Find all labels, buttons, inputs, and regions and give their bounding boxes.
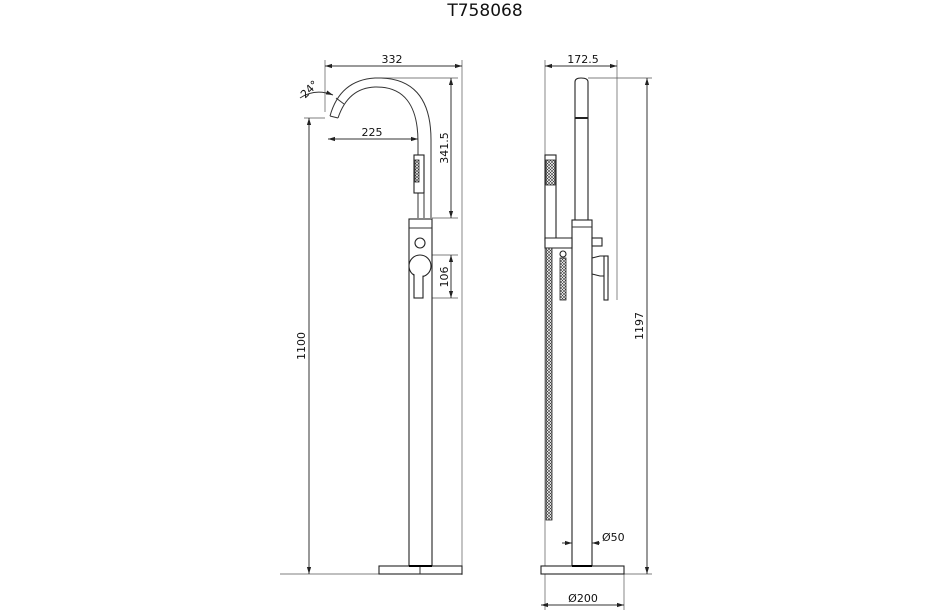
handshower-grip <box>414 159 420 183</box>
diverter-knob-side <box>591 237 603 247</box>
dim-106: 106 <box>438 267 451 288</box>
dim-225: 225 <box>362 126 383 139</box>
lever-handle <box>413 271 424 299</box>
handshower-holder <box>544 237 573 249</box>
dim-1197: 1197 <box>633 312 646 340</box>
side-view: 172.5 1197 Ø50 Ø200 <box>540 53 652 610</box>
drawing-title: T758068 <box>446 1 522 21</box>
hose-2 <box>559 257 567 301</box>
dim-341-5: 341.5 <box>438 132 451 164</box>
hose-1 <box>545 247 553 521</box>
dim-172-5: 172.5 <box>567 53 599 66</box>
base-side <box>540 565 625 575</box>
spout-side <box>574 77 589 221</box>
dim-diameter-50: Ø50 <box>602 531 625 544</box>
diverter-knob <box>414 237 426 249</box>
front-view: 332 225 341.5 106 1100 24° <box>280 53 463 575</box>
dim-1100: 1100 <box>295 332 308 360</box>
dim-332: 332 <box>382 53 403 66</box>
dim-diameter-200: Ø200 <box>568 592 598 605</box>
column-side <box>571 219 593 567</box>
